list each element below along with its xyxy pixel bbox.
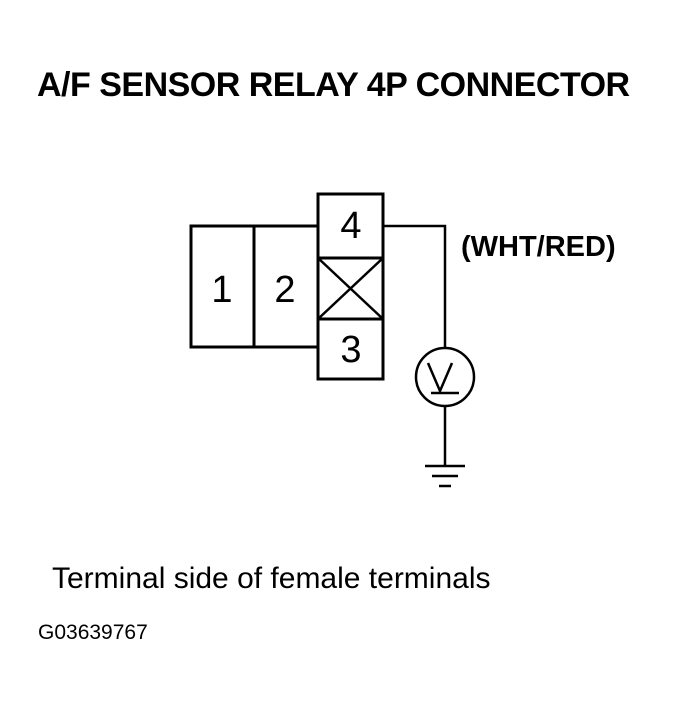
terminal-3-label: 3 — [340, 329, 361, 371]
diagram-caption: Terminal side of female terminals — [52, 562, 491, 595]
terminal-4-label: 4 — [340, 205, 361, 247]
terminal-1-label: 1 — [211, 269, 232, 311]
figure-id: G03639767 — [38, 621, 148, 644]
test-lead-wire — [383, 224, 447, 349]
voltmeter-icon — [414, 346, 476, 408]
wire-color-label: (WHT/RED) — [461, 231, 616, 263]
connector-body — [189, 192, 385, 381]
terminal-2-label: 2 — [274, 269, 295, 311]
diagram-title: A/F SENSOR RELAY 4P CONNECTOR — [37, 66, 630, 104]
ground-icon — [425, 464, 465, 488]
connector-right-column — [316, 192, 385, 381]
blank-cavity-cross — [317, 257, 384, 320]
